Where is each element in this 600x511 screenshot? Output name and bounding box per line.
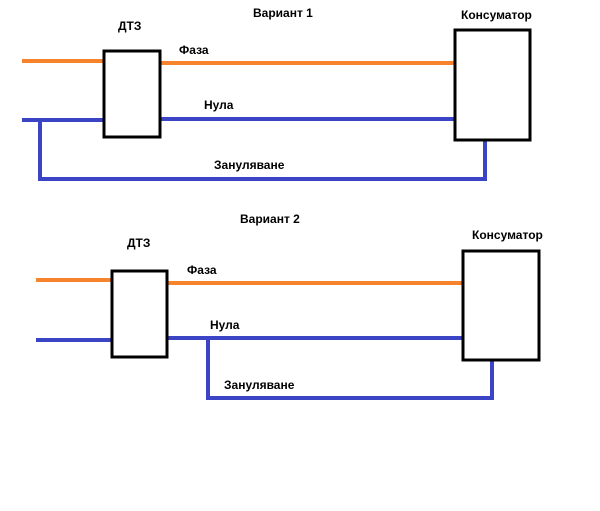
variant-2-title: Вариант 2 xyxy=(240,212,300,226)
variant-1-phase-label: Фаза xyxy=(179,43,209,57)
variant-1-rcd-box xyxy=(102,49,162,139)
variant-2-consumer-box xyxy=(461,249,541,362)
variant-1-grounding-wire xyxy=(38,120,487,181)
variant-2-rcd-box xyxy=(110,269,169,359)
variant-2-neutral-label: Нула xyxy=(210,318,240,332)
variant-1-title: Вариант 1 xyxy=(253,6,313,20)
variant-2-phase-label: Фаза xyxy=(187,263,217,277)
variant-1-grounding-label: Зануляване xyxy=(214,158,285,172)
variant-2-consumer-label: Консуматор xyxy=(472,228,543,242)
variant-2-grounding-label: Зануляване xyxy=(224,378,295,392)
variant-1-consumer-box xyxy=(453,28,532,142)
variant-2-grounding-wire xyxy=(206,338,494,400)
variant-1-neutral-label: Нула xyxy=(204,98,234,112)
variant-1-rcd-label: ДТЗ xyxy=(118,19,141,33)
variant-1: Вариант 1 ДТЗ Консуматор Фаза Нула Занул… xyxy=(22,6,532,181)
variant-2-rcd-label: ДТЗ xyxy=(127,236,150,250)
variant-2: Вариант 2 ДТЗ Консуматор Фаза Нула Занул… xyxy=(36,212,543,400)
variant-1-consumer-label: Консуматор xyxy=(461,8,532,22)
